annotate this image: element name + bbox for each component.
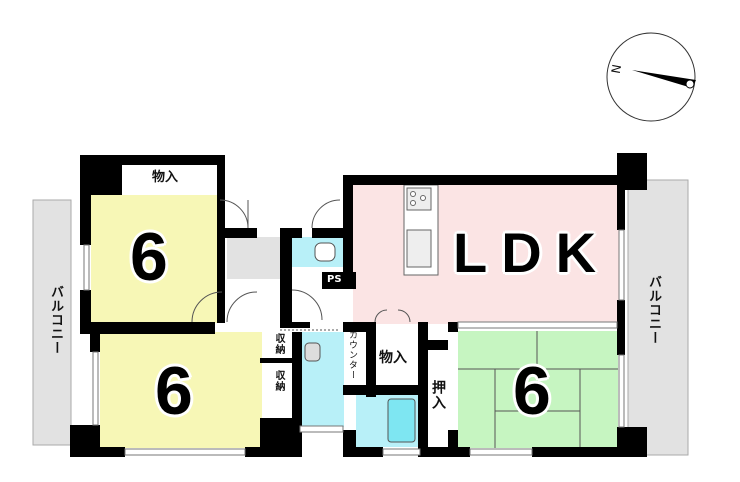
ps-label: PS [327, 274, 342, 285]
walls [70, 153, 647, 457]
balcony-left [32, 199, 72, 446]
north-arrow-icon [632, 70, 696, 88]
washitsu-size: 6 [513, 353, 551, 429]
door-swings [191, 199, 411, 331]
bedroom-bottom-floor [100, 332, 262, 448]
compass [606, 32, 696, 122]
bedroom-top-size: 6 [130, 219, 168, 295]
washitsu-floor [458, 331, 618, 448]
entry-floor [227, 237, 281, 279]
tatami-lines [458, 331, 618, 448]
bedroom-top-floor [91, 195, 219, 323]
bedroom-bottom-size: 6 [155, 353, 193, 429]
bathtub [387, 398, 416, 443]
closet-label-2: 収納 [273, 370, 284, 392]
windows [83, 229, 625, 456]
storage-label-center: 物入 [379, 350, 407, 366]
balcony-left-label: バルコニー [48, 285, 63, 355]
closet-label-1: 収納 [273, 333, 284, 355]
kitchen-counter [403, 184, 439, 276]
oshiire-label: 押入 [430, 380, 446, 410]
balcony-right-label: バルコニー [646, 275, 661, 345]
balcony-right [627, 179, 689, 456]
sink-icon [304, 342, 321, 362]
ldk-label: LDK [453, 221, 611, 284]
toilet-icon [314, 242, 336, 262]
ldk-floor [353, 183, 619, 324]
storage-label-top: 物入 [152, 170, 179, 185]
counter-label: カウンター [347, 330, 357, 380]
